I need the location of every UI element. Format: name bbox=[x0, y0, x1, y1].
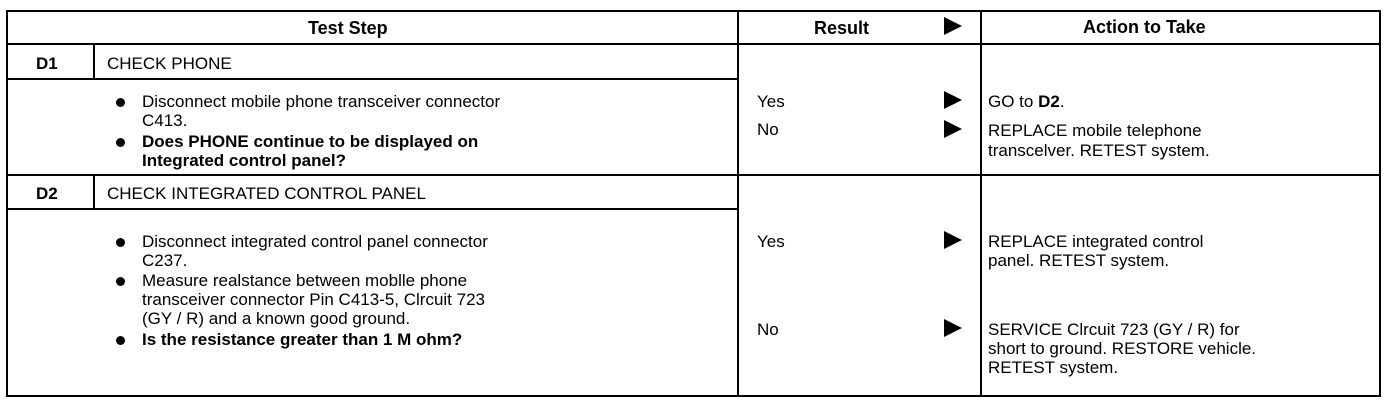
bullet-icon bbox=[116, 277, 125, 286]
d1-no-arrow-icon bbox=[944, 120, 962, 138]
d2-result-yes: Yes bbox=[757, 232, 785, 251]
d2-title-divider bbox=[8, 208, 739, 210]
d1-action-no-line2: transcelver. RETEST system. bbox=[988, 141, 1210, 160]
diagnostic-table: Test Step Result Action to Take D1 CHECK… bbox=[6, 10, 1381, 397]
d1-title-divider bbox=[8, 78, 739, 80]
d2-action-yes-line1: REPLACE integrated control bbox=[988, 232, 1204, 251]
bullet-icon bbox=[116, 336, 125, 345]
header-action: Action to Take bbox=[1083, 17, 1206, 37]
bullet-icon bbox=[116, 98, 125, 107]
d2-result-no: No bbox=[757, 320, 779, 339]
d1-result-no: No bbox=[757, 120, 779, 139]
d2-bullet2-line1: Measure realstance between moblle phone bbox=[142, 271, 468, 290]
d2-bullet1-line1: Disconnect integrated control panel conn… bbox=[142, 232, 488, 251]
step-divider bbox=[8, 174, 1379, 176]
column-divider-action bbox=[980, 12, 982, 397]
d1-id-divider bbox=[93, 45, 95, 80]
column-divider-result bbox=[737, 12, 739, 397]
header-arrow-icon bbox=[944, 17, 962, 35]
d1-action-yes: GO to D2. bbox=[988, 92, 1065, 111]
step-title-d1: CHECK PHONE bbox=[107, 54, 232, 73]
d2-action-yes-line2: panel. RETEST system. bbox=[988, 251, 1170, 270]
d1-result-yes: Yes bbox=[757, 92, 785, 111]
header-result: Result bbox=[814, 18, 870, 38]
step-id-d1: D1 bbox=[36, 54, 58, 73]
d1-bullet1-line2: C413. bbox=[142, 111, 188, 130]
d2-action-no-line3: RETEST system. bbox=[988, 358, 1119, 377]
d2-action-no-line2: short to ground. RESTORE vehicle. bbox=[988, 339, 1257, 358]
d2-no-arrow-icon bbox=[944, 319, 962, 337]
d2-bullet2-line2: transceiver connector Pin C413-5, Clrcui… bbox=[142, 290, 485, 309]
d2-bullet2-line3: (GY / R) and a known good ground. bbox=[142, 309, 411, 328]
d2-action-no-line1: SERVICE Clrcuit 723 (GY / R) for bbox=[988, 320, 1240, 339]
bullet-icon bbox=[116, 238, 125, 247]
d1-bullet2-line1: Does PHONE continue to be displayed on bbox=[142, 132, 479, 151]
d1-action-no-line1: REPLACE mobile telephone bbox=[988, 121, 1202, 140]
d2-id-divider bbox=[93, 176, 95, 210]
bullet-icon bbox=[116, 138, 125, 147]
step-title-d2: CHECK INTEGRATED CONTROL PANEL bbox=[107, 184, 426, 203]
header-divider bbox=[8, 43, 1379, 45]
d1-bullet2-line2: Integrated control panel? bbox=[142, 151, 347, 170]
d2-bullet1-line2: C237. bbox=[142, 251, 188, 270]
header-test-step: Test Step bbox=[308, 18, 388, 38]
d2-bullet3-line1: Is the resistance greater than 1 M ohm? bbox=[142, 330, 463, 349]
step-id-d2: D2 bbox=[36, 184, 58, 203]
d1-bullet1-line1: Disconnect mobile phone transceiver conn… bbox=[142, 92, 501, 111]
d2-yes-arrow-icon bbox=[944, 231, 962, 249]
d1-yes-arrow-icon bbox=[944, 91, 962, 109]
